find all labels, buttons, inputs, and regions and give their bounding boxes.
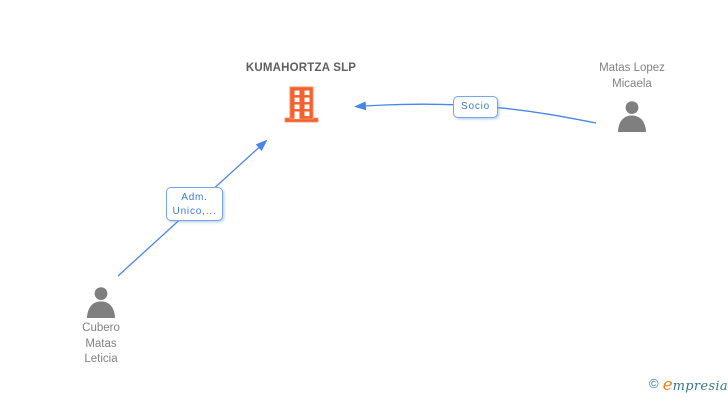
copyright-icon: © xyxy=(649,376,659,391)
logo-brand-initial: e xyxy=(662,375,673,395)
empresia-logo[interactable]: ©empresia xyxy=(649,375,728,395)
person-icon xyxy=(86,287,116,318)
company-building-icon[interactable] xyxy=(283,85,320,123)
person-name-line: Matas xyxy=(85,337,117,350)
person-node-matas-lopez-micaela[interactable]: Matas Lopez Micaela xyxy=(562,61,702,132)
logo-brand-text: mpresia xyxy=(672,379,728,394)
person-name-line: Cubero xyxy=(82,322,120,334)
person-node-cubero-matas-leticia[interactable]: Cubero Matas Leticia xyxy=(31,287,171,368)
person-name-line: Leticia xyxy=(84,353,118,365)
person-name-line: Micaela xyxy=(612,77,652,90)
person-name-line: Matas Lopez xyxy=(599,62,665,74)
relation-label-line: Adm. xyxy=(181,192,208,203)
relation-label-line: Unico,... xyxy=(172,206,217,217)
relation-label-socio[interactable]: Socio xyxy=(453,96,498,118)
company-name: KUMAHORTZA SLP xyxy=(245,62,357,74)
relation-label-adm-unico[interactable]: Adm. Unico,... xyxy=(166,187,223,221)
person-icon xyxy=(617,101,647,132)
